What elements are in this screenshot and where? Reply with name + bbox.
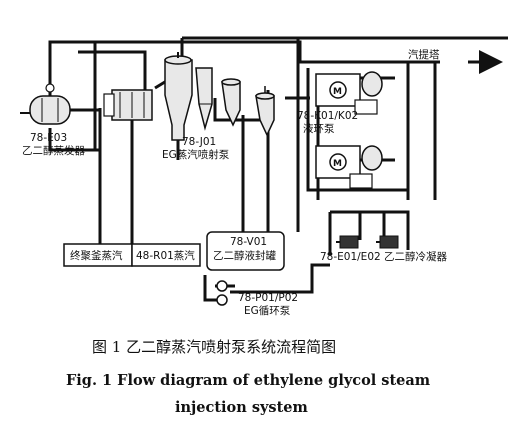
caption-cn: 图 1 乙二醇蒸汽喷射泵系统流程简图	[92, 338, 336, 356]
secondary-ejectors	[221, 78, 275, 137]
ring-pump-label: 78-K01/K02 液环泵	[297, 110, 362, 135]
caption-en-line2: injection system	[175, 399, 308, 416]
circulation-pumps	[216, 280, 228, 306]
condensers	[336, 235, 399, 249]
stripper-label: 汽提塔	[408, 48, 440, 61]
condenser-label: 78-E01/E02 乙二醇冷凝器	[320, 250, 448, 263]
heater-box	[103, 89, 153, 121]
evaporator-e03	[29, 83, 71, 125]
r01-steam-box	[131, 243, 201, 267]
evaporator-label: 78-E03 乙二醇蒸发器	[22, 132, 85, 157]
seal-tank	[206, 231, 285, 271]
ejector-j01	[164, 52, 213, 141]
final-poly-steam-label: 终聚釜蒸汽	[70, 249, 123, 262]
circ-pump-label: 78-P01/P02 EG循环泵	[238, 292, 301, 317]
ring-pumps: M M	[315, 71, 383, 189]
seal-tank-label: 78-V01 乙二醇液封罐	[213, 236, 276, 262]
svg-text:M: M	[333, 87, 342, 97]
r01-steam-label: 48-R01蒸汽	[136, 249, 195, 262]
svg-text:M: M	[333, 159, 342, 169]
ejector-label: 78-J01 EG蒸汽喷射泵	[162, 136, 230, 161]
caption-en-line1: Fig. 1 Flow diagram of ethylene glycol s…	[66, 372, 431, 389]
